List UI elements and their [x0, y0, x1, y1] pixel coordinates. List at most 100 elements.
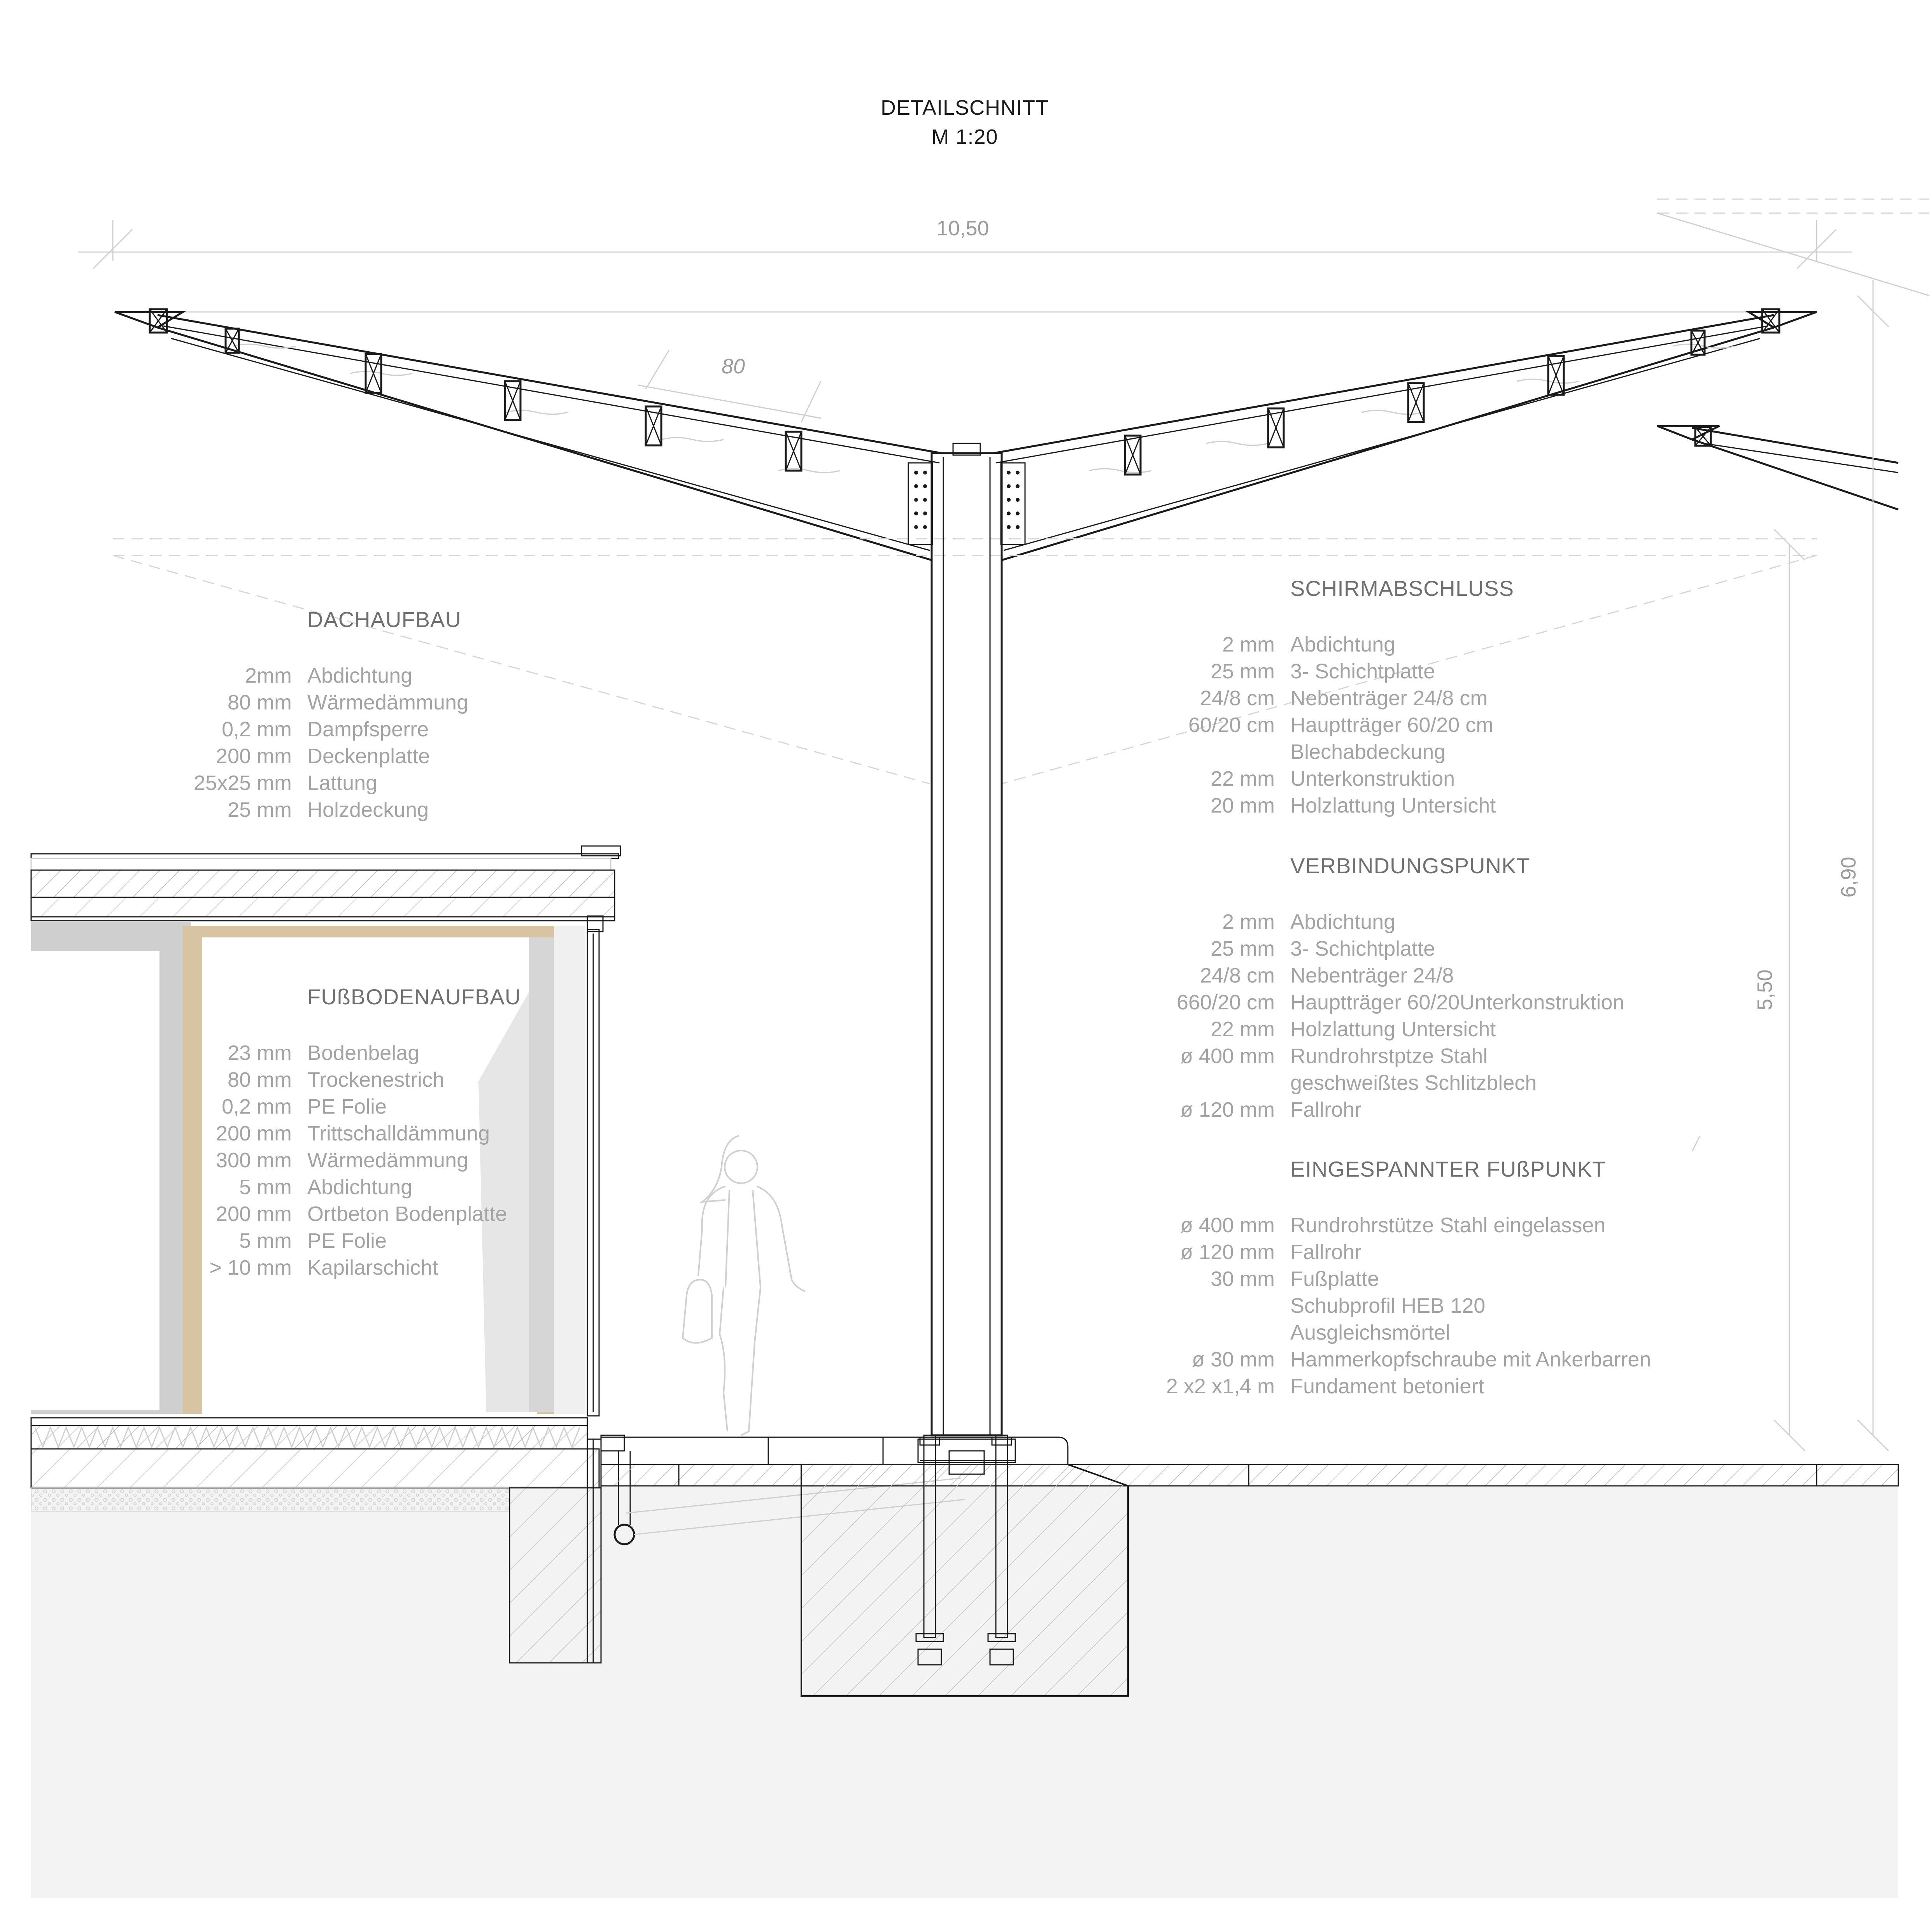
- layer-value: 2 mm: [1222, 633, 1275, 656]
- steel-column: [908, 443, 1026, 1436]
- layer-value: 200 mm: [216, 1202, 292, 1226]
- layer-label: Kapilarschicht: [307, 1256, 438, 1279]
- layer-label: Trittschalldämmung: [307, 1122, 490, 1145]
- layer-label: Abdichtung: [307, 1175, 412, 1199]
- layer-label: Hauptträger 60/20Unterkonstruktion: [1290, 991, 1624, 1014]
- fusspunkt-heading: EINGESPANNTER FUßPUNKT: [1290, 1157, 1606, 1181]
- layer-label: Unterkonstruktion: [1290, 767, 1455, 790]
- layer-value: 22 mm: [1211, 1018, 1275, 1041]
- verbindungspunkt-legend: VERBINDUNGSPUNKT 2 mm Abdichtung 25 mm 3…: [1177, 853, 1624, 1121]
- fussbodenaufbau-heading: FUßBODENAUFBAU: [307, 984, 521, 1009]
- secondary-beams: [149, 308, 1780, 476]
- layer-label: Deckenplatte: [307, 744, 430, 768]
- drawing-title: DETAILSCHNITT: [881, 96, 1049, 119]
- layer-label: PE Folie: [307, 1095, 387, 1118]
- layer-value: 60/20 cm: [1188, 713, 1275, 737]
- drawing-scale: M 1:20: [931, 125, 998, 149]
- layer-value: > 10 mm: [209, 1256, 292, 1279]
- layer-value: 22 mm: [1211, 767, 1275, 790]
- layer-label: Abdichtung: [1290, 633, 1395, 656]
- person-figure: [682, 1135, 806, 1436]
- layer-label: Nebenträger 24/8 cm: [1290, 687, 1488, 710]
- outdoor-paving: [600, 1436, 1899, 1487]
- layer-label: 3- Schichtplatte: [1290, 937, 1435, 960]
- fusspunkt-legend: EINGESPANNTER FUßPUNKT ø 400 mm Rundrohr…: [1166, 1157, 1651, 1398]
- layer-value: ø 30 mm: [1192, 1348, 1275, 1371]
- layer-value: ø 400 mm: [1180, 1214, 1275, 1237]
- height-clear-value: 5,50: [1753, 969, 1777, 1010]
- layer-value: ø 120 mm: [1180, 1098, 1275, 1121]
- anchor-bolt-right: [987, 1435, 1016, 1666]
- beam-spacing-value: 80: [722, 355, 745, 378]
- layer-label: Fußplatte: [1290, 1267, 1379, 1291]
- layer-label: Wärmedämmung: [307, 1149, 468, 1172]
- layer-value: 5 mm: [239, 1229, 292, 1252]
- building-wall: [31, 922, 600, 1420]
- layer-value: 0,2 mm: [222, 718, 292, 741]
- layer-label: Ausgleichsmörtel: [1290, 1321, 1450, 1344]
- layer-label: Hauptträger 60/20 cm: [1290, 713, 1493, 737]
- layer-value: 24/8 cm: [1200, 964, 1275, 987]
- adjacent-umbrella-ghost: [1657, 198, 1930, 296]
- layer-label: Trockenestrich: [307, 1068, 444, 1091]
- layer-value: 20 mm: [1211, 794, 1275, 817]
- layer-label: Hammerkopfschraube mit Ankerbarren: [1290, 1348, 1651, 1371]
- dachaufbau-heading: DACHAUFBAU: [307, 607, 461, 632]
- layer-label: Fallrohr: [1290, 1098, 1362, 1121]
- layer-value: 25 mm: [1211, 937, 1275, 960]
- layer-label: Lattung: [307, 771, 377, 795]
- layer-value: 660/20 cm: [1177, 991, 1275, 1014]
- foundation: [801, 1435, 1129, 1697]
- layer-label: Blechabdeckung: [1290, 740, 1446, 764]
- height-dimensions: 6,90 5,50: [1691, 280, 1889, 1452]
- building-floor-slab: [30, 1417, 602, 1664]
- layer-label: Holzdeckung: [307, 798, 429, 821]
- layer-value: 2mm: [245, 664, 292, 687]
- layer-label: Rundrohrstptze Stahl: [1290, 1044, 1488, 1068]
- beam-spacing-dimension: 80: [638, 350, 822, 422]
- layer-value: 30 mm: [1211, 1267, 1275, 1291]
- layer-label: 3- Schichtplatte: [1290, 660, 1435, 683]
- layer-value: 5 mm: [239, 1175, 292, 1199]
- fussbodenaufbau-legend: FUßBODENAUFBAU 23 mm Bodenbelag 80 mm Tr…: [209, 984, 521, 1279]
- layer-label: Wärmedämmung: [307, 691, 468, 714]
- adjacent-umbrella-arm: [1657, 425, 1899, 511]
- schirmabschluss-legend: SCHIRMABSCHLUSS 2 mm Abdichtung 25 mm 3-…: [1188, 576, 1514, 817]
- layer-label: Fallrohr: [1290, 1240, 1362, 1264]
- layer-label: Ortbeton Bodenplatte: [307, 1202, 507, 1226]
- layer-label: Dampfsperre: [307, 718, 429, 741]
- span-value: 10,50: [936, 217, 989, 240]
- layer-label: Rundrohrstütze Stahl eingelassen: [1290, 1214, 1606, 1237]
- layer-label: Fundament betoniert: [1290, 1375, 1484, 1398]
- umbrella-right-arm: [994, 311, 1817, 561]
- layer-label: Holzlattung Untersicht: [1290, 794, 1496, 817]
- layer-value: 25x25 mm: [194, 771, 292, 795]
- layer-value: 200 mm: [216, 744, 292, 768]
- layer-value: ø 400 mm: [1180, 1044, 1275, 1068]
- layer-value: 0,2 mm: [222, 1095, 292, 1118]
- verbindungspunkt-heading: VERBINDUNGSPUNKT: [1290, 853, 1530, 878]
- layer-value: 80 mm: [228, 1068, 292, 1091]
- layer-label: Nebenträger 24/8: [1290, 964, 1454, 987]
- anchor-bolt-left: [915, 1435, 944, 1666]
- layer-value: ø 120 mm: [1180, 1240, 1275, 1264]
- layer-label: PE Folie: [307, 1229, 387, 1252]
- layer-value: 200 mm: [216, 1122, 292, 1145]
- height-total-value: 6,90: [1837, 857, 1860, 897]
- layer-label: Bodenbelag: [307, 1041, 419, 1065]
- timber-post: [183, 926, 202, 1414]
- layer-value: 25 mm: [228, 798, 292, 821]
- layer-value: 80 mm: [228, 691, 292, 714]
- layer-label: Holzlattung Untersicht: [1290, 1018, 1496, 1041]
- span-dimension: 10,50: [78, 217, 1852, 269]
- building-roof: [30, 845, 621, 932]
- layer-label: Abdichtung: [1290, 910, 1395, 934]
- layer-value: 25 mm: [1211, 660, 1275, 683]
- dachaufbau-legend: DACHAUFBAU 2mm Abdichtung 80 mm Wärmedäm…: [194, 607, 468, 821]
- layer-value: 2 x2 x1,4 m: [1166, 1375, 1275, 1398]
- umbrella-underside-dashes: [112, 538, 1817, 785]
- layer-label: Abdichtung: [307, 664, 412, 687]
- layer-value: 2 mm: [1222, 910, 1275, 934]
- layer-label: Schubprofil HEB 120: [1290, 1294, 1485, 1317]
